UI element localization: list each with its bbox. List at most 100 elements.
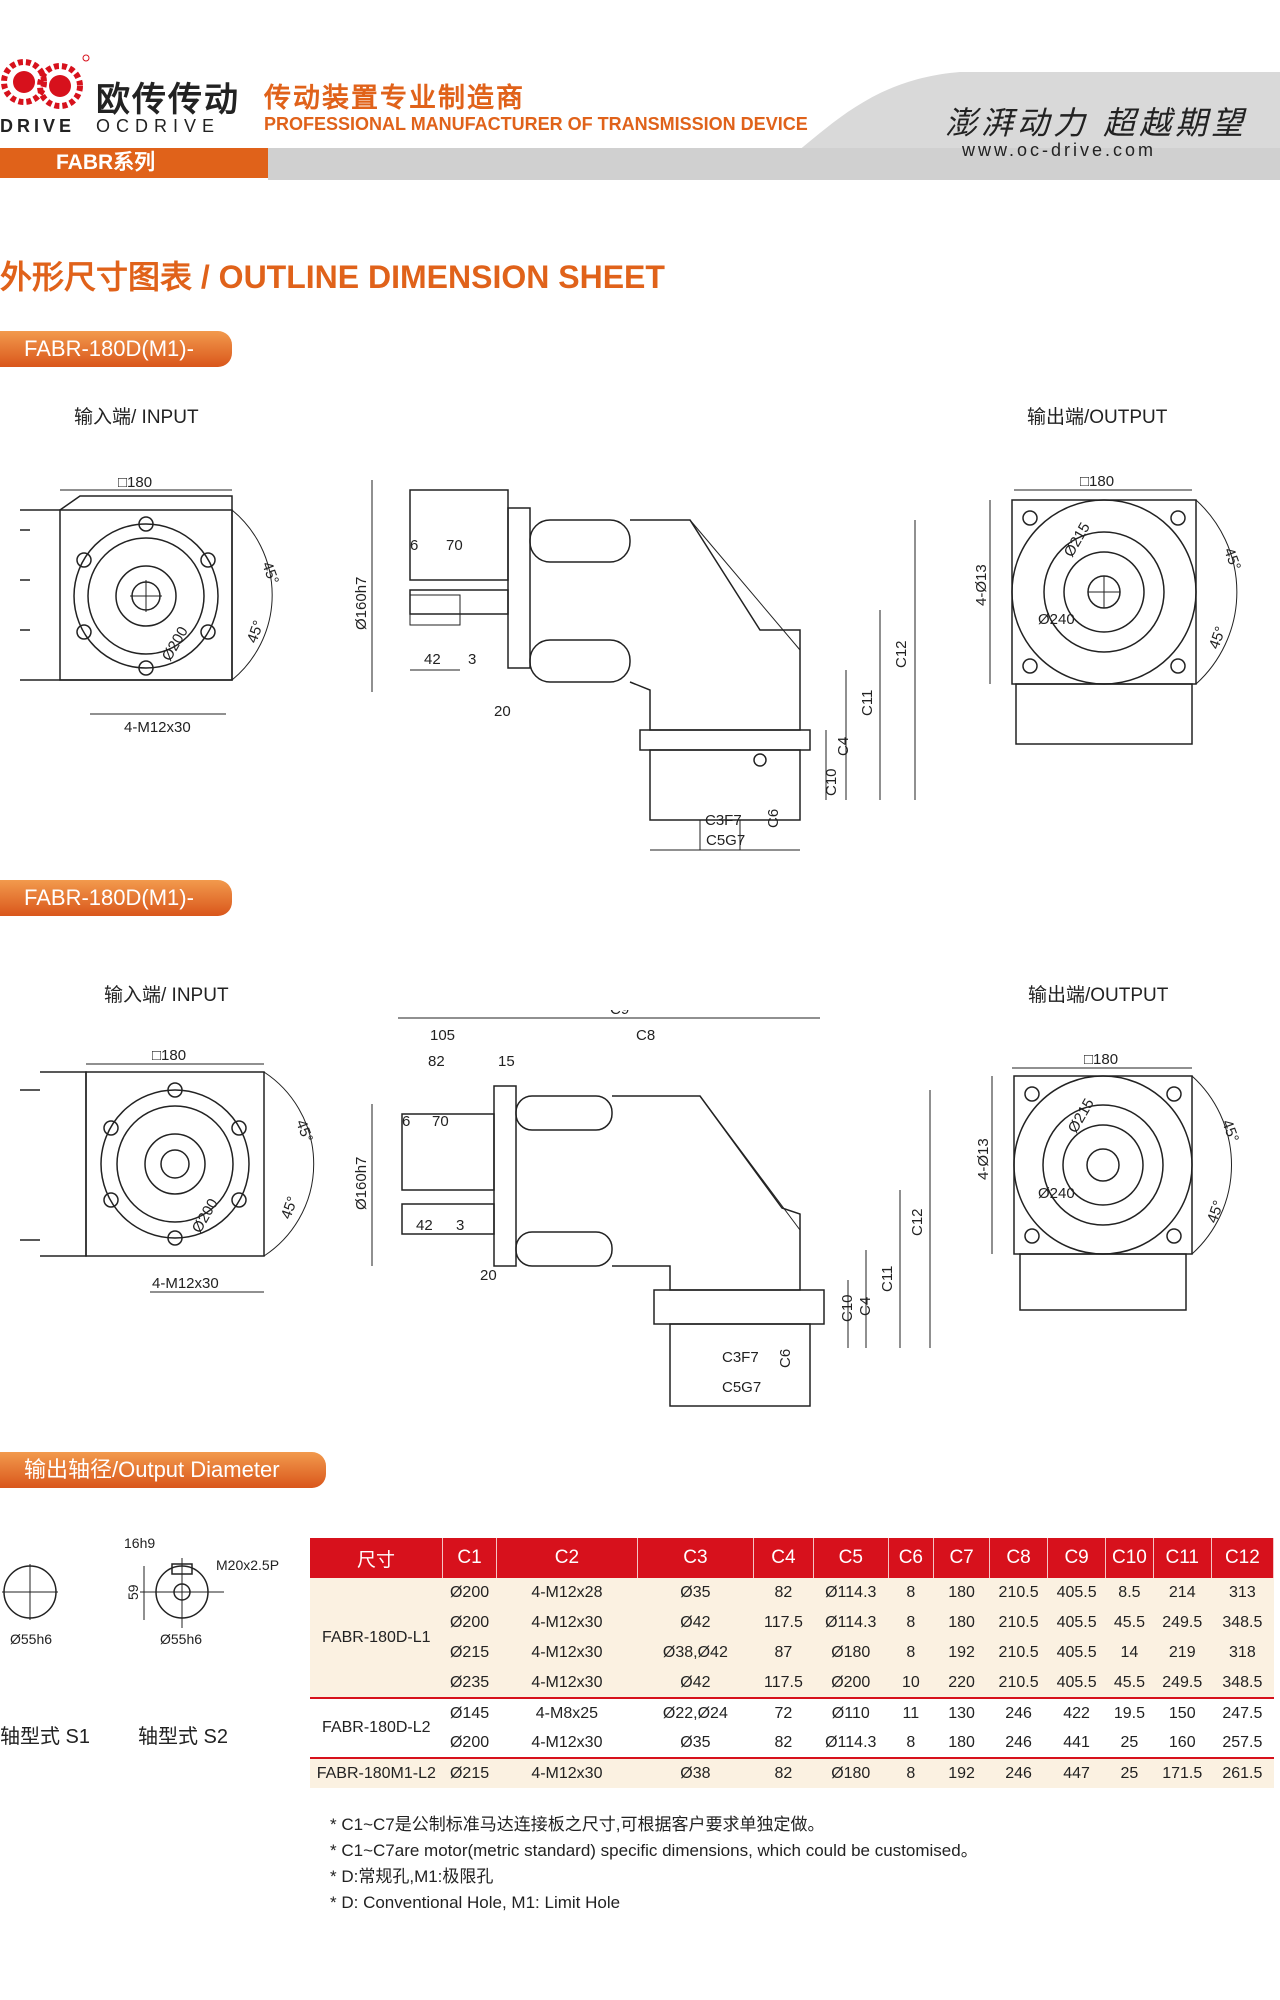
table-cell: 130 [933, 1697, 990, 1728]
table-cell: 45.5 [1105, 1668, 1154, 1698]
dim-c10: C10 [823, 768, 840, 796]
l2-out-45b: 45° [1204, 1198, 1228, 1225]
table-cell: 8.5 [1105, 1578, 1154, 1608]
l2-dim-c6: C6 [777, 1349, 794, 1368]
l2-dim-3: 3 [456, 1217, 464, 1234]
table-cell: 82 [753, 1757, 814, 1788]
l2-dim-c8: C8 [636, 1027, 655, 1044]
l2-dim-c4: C4 [857, 1297, 874, 1316]
table-cell: 8 [888, 1757, 934, 1788]
note-line: D: Conventional Hole, M1: Limit Hole [330, 1890, 978, 1916]
l2-dim-6: 6 [402, 1113, 410, 1130]
drawing-l2: □180 45° 45° Ø200 4-M12x30 C9 105 C8 82 … [20, 1010, 1242, 1407]
header-cell: C2 [496, 1538, 638, 1578]
header-background [268, 72, 1280, 180]
input-view-label-l2: 输入端/ INPUT [104, 985, 229, 1006]
header-cell: C5 [813, 1538, 889, 1578]
output-view-l2: □180 4-Ø13 Ø215 Ø240 45° 45° [975, 1051, 1242, 1311]
dim-70: 70 [446, 537, 463, 554]
output-view-l1: □180 4-Ø13 Ø215 Ø240 45° 45° [973, 473, 1244, 745]
header-cell: C7 [933, 1538, 991, 1578]
l2-dim-20: 20 [480, 1267, 497, 1284]
table-cell: 405.5 [1047, 1608, 1106, 1638]
dim-c5: C5G7 [706, 832, 745, 849]
output-view-label-l2: 输出端/OUTPUT [1028, 985, 1169, 1006]
s2-dim-59: 59 [125, 1584, 141, 1600]
l2-dim-c11: C11 [879, 1266, 896, 1292]
table-cell: 117.5 [753, 1668, 814, 1698]
table-cell: Ø114.3 [813, 1578, 889, 1608]
dim-angle-45a: 45° [258, 560, 282, 587]
table-cell: 4-M12x30 [496, 1757, 638, 1788]
page-title: 外形尺寸图表 / OUTLINE DIMENSION SHEET [0, 259, 665, 295]
l2-dim-d160: Ø160h7 [353, 1157, 370, 1210]
table-cell: Ø200 [442, 1728, 497, 1758]
table-cell: 247.5 [1211, 1697, 1274, 1728]
table-cell: 8 [888, 1578, 934, 1608]
brand-name-en-left: DRIVE [0, 116, 76, 136]
table-cell: 4-M12x30 [496, 1638, 638, 1668]
model-cell: FABR-180D-L1 [310, 1578, 443, 1698]
note-line: C1~C7是公制标准马达连接板之尺寸,可根据客户要求单独定做。 [330, 1812, 978, 1838]
side-view-l1: C9 105 C8 82 15 Ø160h7 6 70 42 3 20 C12 … [353, 480, 916, 851]
section-label-l1: FABR-180D(M1)-L1 [0, 331, 232, 397]
side-view-l2: C9 105 C8 82 15 Ø160h7 6 70 42 3 20 C12 … [353, 1010, 931, 1407]
shaft-s2-label: 轴型式 S2 [138, 1726, 229, 1748]
l2-out-45a: 45° [1218, 1118, 1242, 1145]
table-cell: Ø200 [442, 1578, 497, 1608]
table-cell: Ø200 [813, 1668, 889, 1698]
l2-dim-c10: C10 [839, 1294, 856, 1322]
shaft-s2-drawing: 59 16h9 M20x2.5P Ø55h6 [124, 1535, 279, 1647]
shaft-drawings: Ø55h6 59 16h9 M20x2.5P Ø55h6 [2, 1535, 279, 1647]
header-cell: C1 [442, 1538, 497, 1578]
l2-dim-45a: 45° [292, 1118, 316, 1145]
table-cell: 14 [1105, 1638, 1154, 1668]
table-cell: 210.5 [989, 1668, 1048, 1698]
table-cell: 11 [888, 1697, 934, 1728]
out-dim-d240: Ø240 [1038, 611, 1075, 628]
output-view-label-l1: 输出端/OUTPUT [1027, 407, 1168, 428]
table-cell: 405.5 [1047, 1578, 1106, 1608]
table-cell: 447 [1047, 1757, 1106, 1788]
section-label-l2: FABR-180D(M1)-L2 [0, 880, 232, 946]
table-cell: 82 [753, 1578, 814, 1608]
table-cell: 318 [1211, 1638, 1274, 1668]
brand-name-cn: 欧传传动 [96, 80, 240, 120]
table-cell: Ø35 [637, 1578, 754, 1608]
table-cell: Ø114.3 [813, 1608, 889, 1638]
dim-angle-45b: 45° [244, 618, 268, 645]
s2-dim-m20: M20x2.5P [216, 1557, 279, 1573]
table-cell: 82 [753, 1728, 814, 1758]
table-cell: 180 [933, 1728, 990, 1758]
l2-dim-82: 82 [428, 1053, 445, 1070]
table-cell: 8 [888, 1608, 934, 1638]
l2-dim-c12: C12 [909, 1208, 926, 1236]
dim-d200: Ø200 [159, 624, 192, 664]
table-cell: Ø215 [442, 1757, 497, 1788]
table-cell: 313 [1211, 1578, 1274, 1608]
l2-dim-105: 105 [430, 1027, 455, 1044]
table-cell: Ø145 [442, 1697, 497, 1728]
dim-c12: C12 [893, 640, 910, 668]
table-cell: 45.5 [1105, 1608, 1154, 1638]
table-cell: 4-M12x30 [496, 1668, 638, 1698]
table-cell: Ø180 [813, 1638, 889, 1668]
dim-6: 6 [410, 537, 418, 554]
table-cell: Ø38 [637, 1757, 754, 1788]
dimension-table: 尺寸 C1 C2 C3 C4 C5 C6 C7 C8 C9 C10 C11 C1… [310, 1538, 1275, 1788]
table-cell: 8 [888, 1638, 934, 1668]
l2-dim-d200: Ø200 [189, 1196, 222, 1236]
input-view-l1: □180 45° 45° Ø200 4-M12x30 [20, 474, 282, 736]
dim-c3: C3F7 [705, 812, 742, 829]
slogan-cn: 传动装置专业制造商 [264, 83, 525, 113]
table-cell: 214 [1153, 1578, 1212, 1608]
table-cell: 192 [933, 1757, 990, 1788]
table-cell: 87 [753, 1638, 814, 1668]
l2-dim-c5: C5G7 [722, 1379, 761, 1396]
table-cell: 8 [888, 1728, 934, 1758]
table-cell: Ø180 [813, 1757, 889, 1788]
